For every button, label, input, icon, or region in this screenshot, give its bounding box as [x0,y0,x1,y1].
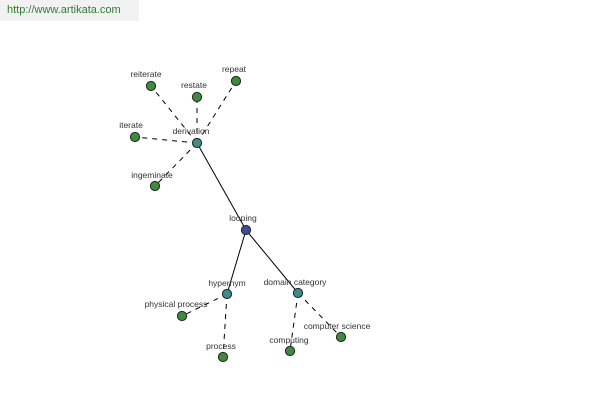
node-computer-science[interactable] [335,331,347,343]
node-process[interactable] [217,351,229,363]
label-iterate: iterate [119,120,143,130]
labels: looping derivation reiterate restate repeat i… [119,64,370,351]
edge-derivation-iterate [134,136,198,144]
label-restate: restate [181,80,207,90]
label-physical-process: physical process [145,299,208,309]
edge-derivation-repeat [196,80,237,144]
edge-hypernym-physical-process [181,293,228,317]
edge-looping-hypernym [226,229,247,295]
node-ingeminate[interactable] [149,180,161,192]
node-computing[interactable] [284,345,296,357]
label-reiterate: reiterate [130,69,161,79]
node-physical-process[interactable] [176,310,188,322]
node-reiterate[interactable] [145,80,157,92]
edge-looping-derivation [196,142,247,231]
edge-derivation-reiterate [150,85,198,144]
node-repeat[interactable] [230,75,242,87]
edges [134,80,342,358]
node-looping[interactable] [240,224,252,236]
node-derivation[interactable] [191,137,203,149]
edge-domain-category-computer-science [297,292,342,338]
label-derivation: derivation [173,126,210,136]
label-computer-science: computer science [304,321,371,331]
node-iterate[interactable] [129,131,141,143]
node-hypernym[interactable] [221,288,233,300]
label-domain-category: domain category [264,277,328,287]
label-computing: computing [269,335,308,345]
node-restate[interactable] [191,91,203,103]
label-process: process [206,341,236,351]
source-url[interactable]: http://www.artikata.com [0,0,139,21]
label-repeat: repeat [222,64,247,74]
node-domain-category[interactable] [292,287,304,299]
label-looping: looping [229,213,257,223]
edge-hypernym-process [222,293,228,358]
edge-looping-domain-category [245,229,299,294]
label-hypernym: hypernym [208,278,245,288]
edge-derivation-ingeminate [154,142,198,187]
label-ingeminate: ingeminate [131,170,173,180]
nodes [129,75,347,363]
